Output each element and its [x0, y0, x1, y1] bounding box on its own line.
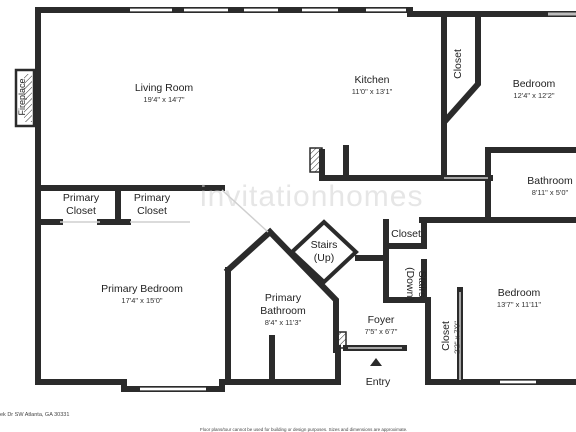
room-name: Primary Bedroom — [101, 283, 183, 295]
room-name: Living Room — [134, 82, 194, 94]
room-name: Closet — [440, 321, 452, 351]
room-name: Bathroom — [527, 175, 573, 187]
room-primary-bedroom: Primary Bedroom 17'4" x 15'0" — [101, 283, 183, 306]
room-name: Bedroom — [497, 287, 541, 299]
room-dimensions: 7'5" x 6'7" — [364, 327, 398, 336]
room-name-line1: Primary — [62, 192, 100, 204]
room-primary-bathroom: Primary Bathroom 8'4" x 11'3" — [260, 292, 306, 328]
room-name-line2: (Down) — [404, 267, 416, 301]
room-name-line2: Closet — [137, 205, 167, 217]
room-dimensions: 11'0" x 13'1" — [351, 87, 393, 96]
room-name-line1: Stairs — [416, 270, 428, 298]
room-dimensions: 8'11" x 5'0" — [531, 188, 569, 197]
room-primary-closet-2: Primary Closet — [134, 192, 170, 218]
room-name-line1: Primary — [133, 192, 171, 204]
room-closet-bottom-dimensions: 2'2" x 7'0" — [452, 321, 462, 354]
room-name-line1: Stairs — [310, 239, 338, 251]
room-kitchen: Kitchen 11'0" x 13'1" — [352, 74, 393, 97]
room-name-line2: Closet — [66, 205, 96, 217]
room-dimensions: 13'7" x 11'11" — [496, 300, 542, 309]
room-name: Closet — [391, 228, 421, 240]
entry-label: Entry — [365, 376, 391, 388]
fireplace-label: Fireplace — [17, 78, 27, 116]
room-foyer: Foyer 7'5" x 6'7" — [365, 314, 398, 337]
room-name: Bedroom — [512, 78, 556, 90]
room-closet-small: Closet — [391, 228, 421, 241]
footer-address: ek Dr SW Atlanta, GA 30331 — [0, 412, 70, 418]
room-dimensions: 8'4" x 11'3" — [264, 318, 302, 327]
room-closet-bottom: Closet — [440, 310, 452, 362]
room-name-line1: Primary — [264, 292, 302, 304]
room-name-line2: Bathroom — [260, 305, 306, 317]
room-dimensions: 12'4" x 12'2" — [513, 91, 555, 100]
room-dimensions: 19'4" x 14'7" — [143, 95, 185, 104]
room-dimensions: 17'4" x 15'0" — [121, 296, 163, 305]
room-bathroom: Bathroom 8'11" x 5'0" — [527, 175, 573, 198]
room-stairs-up: Stairs (Up) — [311, 239, 338, 265]
room-stairs-down: Stairs (Down) — [404, 254, 428, 314]
room-primary-closet-1: Primary Closet — [63, 192, 99, 218]
footer-disclaimer: Floor plans/tour cannot be used for buil… — [200, 427, 408, 432]
room-bedroom-top: Bedroom 12'4" x 12'2" — [513, 78, 556, 101]
room-bedroom-bottom: Bedroom 13'7" x 11'11" — [497, 287, 541, 310]
watermark-text: invitationhomes — [200, 180, 424, 213]
room-closet-vertical-top: Closet — [452, 49, 464, 79]
room-name: Foyer — [367, 314, 395, 326]
room-name-line2: (Up) — [313, 252, 335, 264]
room-living-room: Living Room 19'4" x 14'7" — [135, 82, 193, 105]
room-name: Kitchen — [354, 74, 390, 86]
